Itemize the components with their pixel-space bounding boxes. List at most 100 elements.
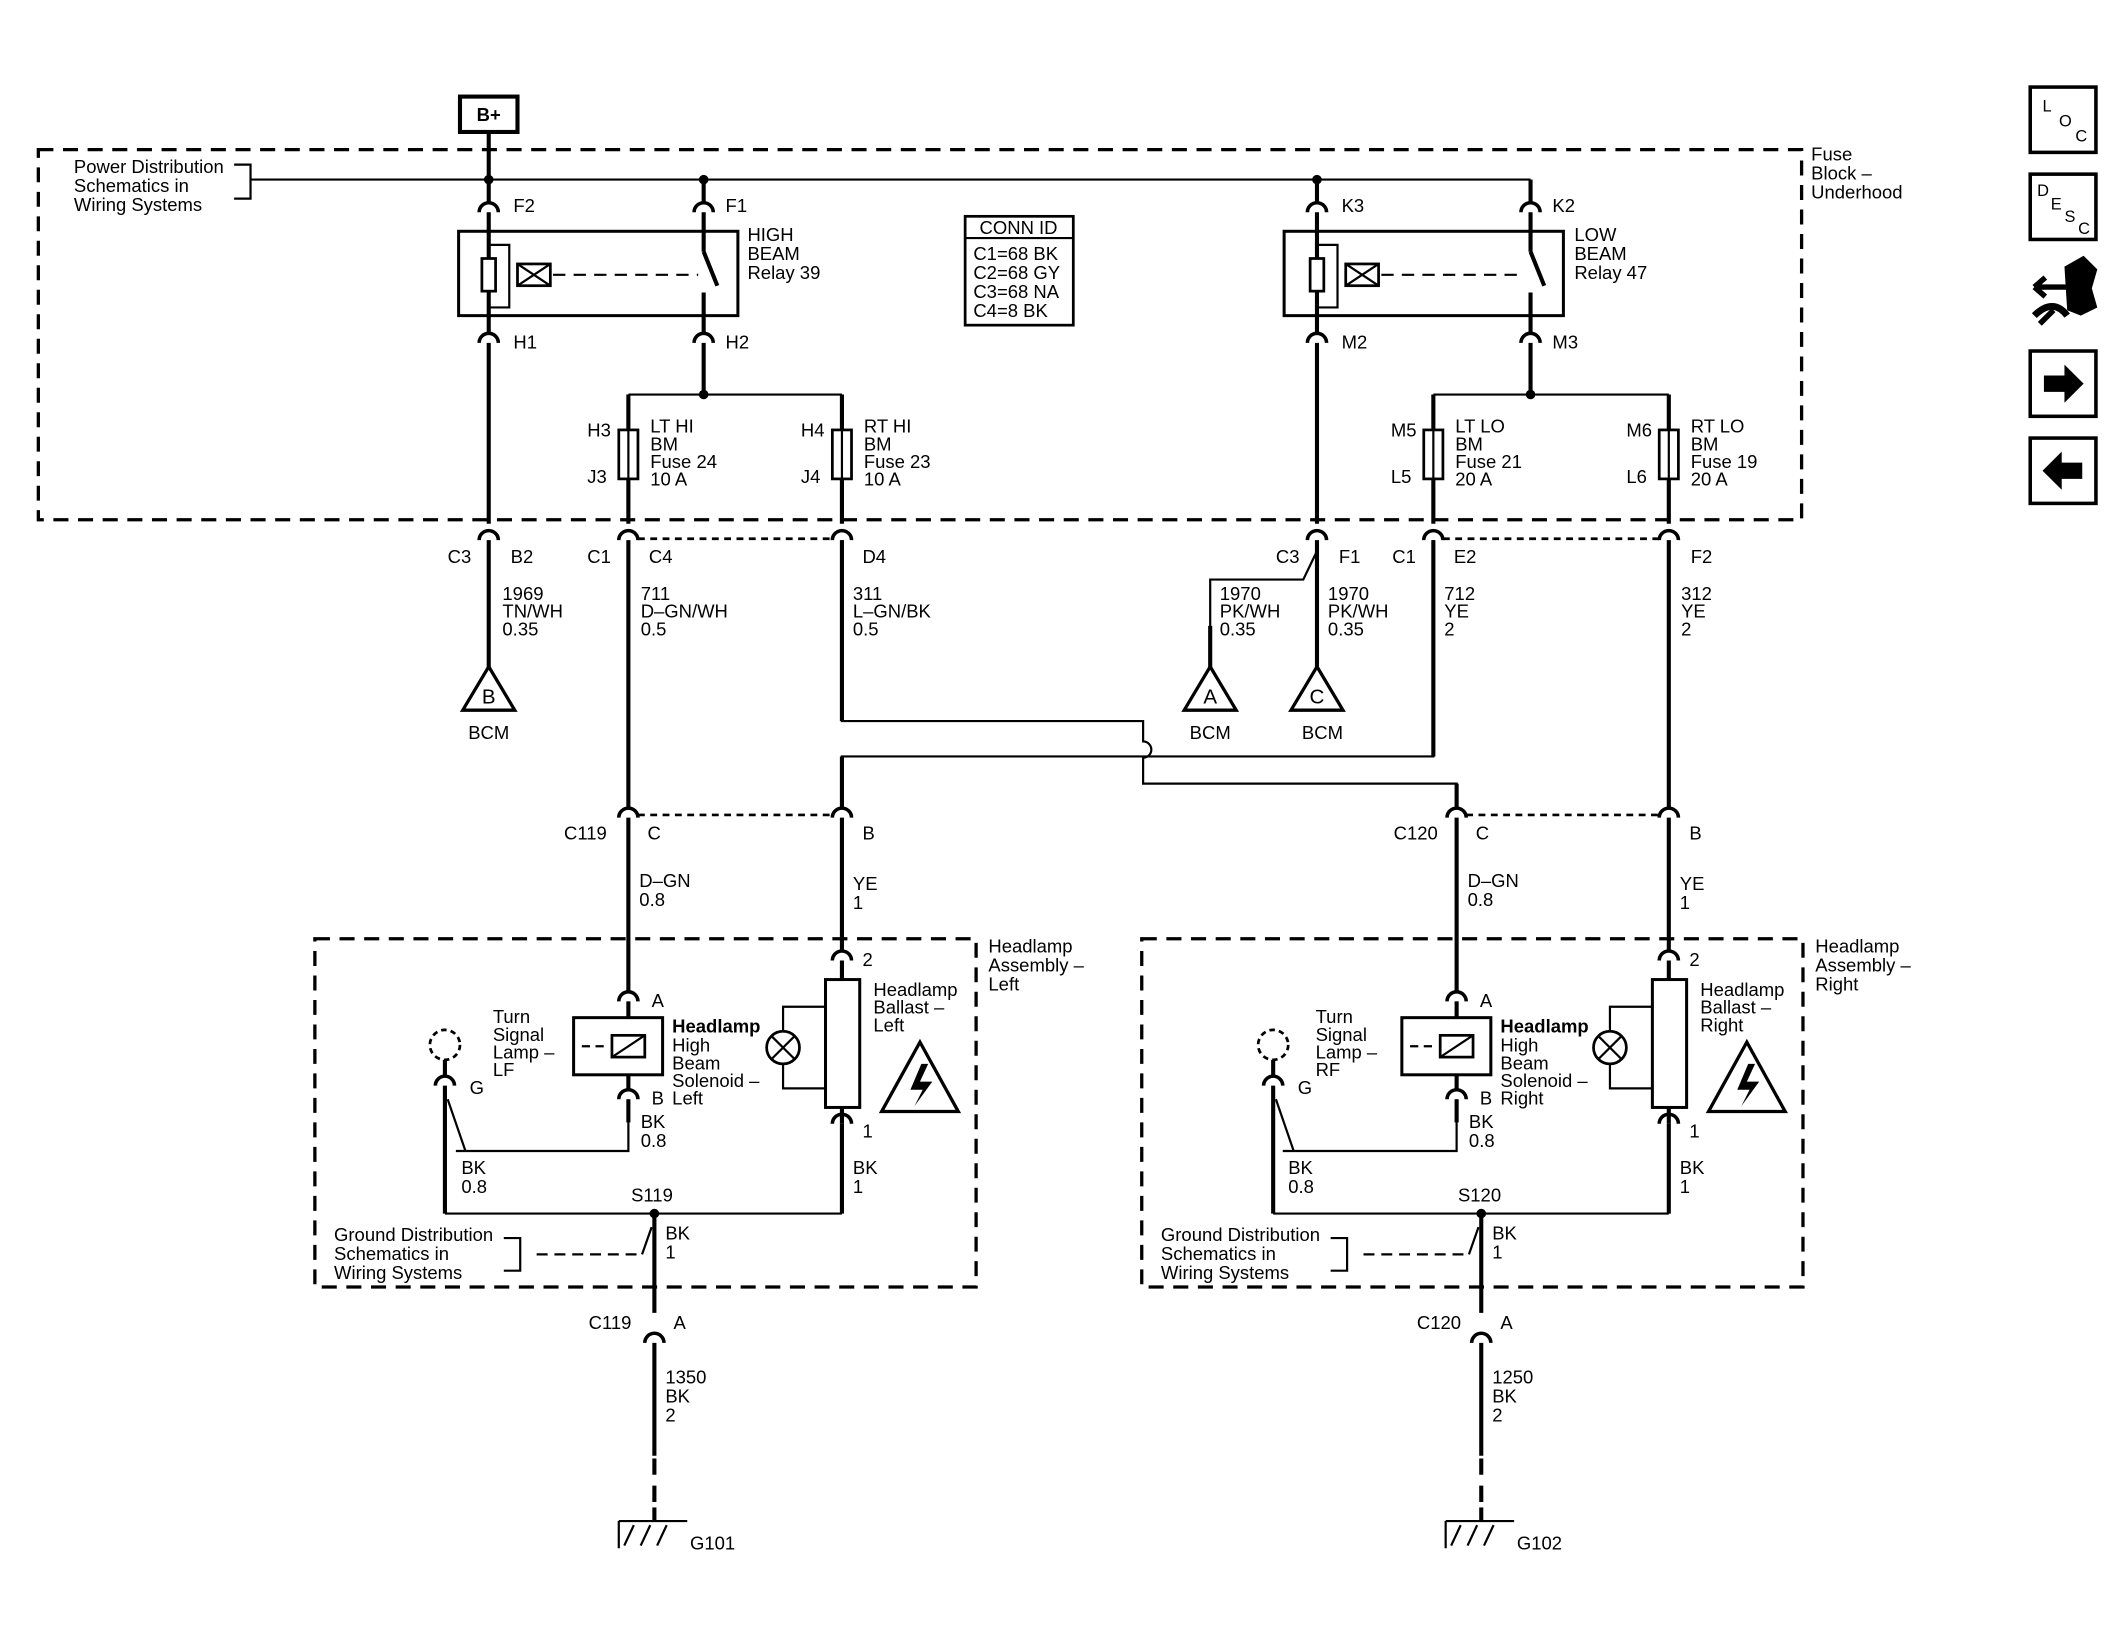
- svg-text:A: A: [1500, 1312, 1513, 1333]
- svg-text:C4=8 BK: C4=8 BK: [973, 300, 1048, 321]
- svg-text:D–GN/WH: D–GN/WH: [641, 601, 728, 622]
- svg-text:Fuse 24: Fuse 24: [650, 451, 717, 472]
- fuse-block-connectors: C3 B2 C1 C4 D4 C3 F1 C1 E2 F2: [448, 528, 1713, 567]
- svg-text:LT HI: LT HI: [650, 416, 693, 437]
- svg-text:H3: H3: [587, 420, 611, 441]
- svg-text:H4: H4: [801, 420, 825, 441]
- svg-text:712: 712: [1444, 583, 1475, 604]
- svg-text:Fuse: Fuse: [1811, 144, 1852, 165]
- svg-text:BM: BM: [1691, 433, 1719, 454]
- svg-text:B: B: [1480, 1088, 1492, 1109]
- svg-text:C: C: [2075, 128, 2087, 146]
- low-beam-relay: K3 K2 M2 M3 LOW BEAM Relay 47: [1282, 195, 1647, 352]
- svg-text:CONN ID: CONN ID: [980, 217, 1058, 238]
- svg-text:BK: BK: [641, 1111, 666, 1132]
- svg-text:BK: BK: [1492, 1222, 1517, 1243]
- svg-text:B: B: [652, 1088, 664, 1109]
- svg-text:1: 1: [1689, 1120, 1699, 1141]
- svg-text:Underhood: Underhood: [1811, 182, 1902, 203]
- svg-text:G101: G101: [690, 1533, 735, 1554]
- svg-text:C1: C1: [1392, 546, 1416, 567]
- svg-text:F1: F1: [726, 195, 748, 216]
- svg-text:1: 1: [1680, 1176, 1690, 1197]
- fuse-block-label: Fuse Block – Underhood: [1811, 144, 1902, 203]
- svg-text:Assembly –: Assembly –: [1815, 954, 1911, 975]
- svg-text:0.8: 0.8: [1288, 1176, 1314, 1197]
- location-button[interactable]: L O C: [2028, 85, 2098, 155]
- svg-text:S119: S119: [631, 1184, 673, 1205]
- svg-text:Beam: Beam: [1500, 1052, 1548, 1073]
- wire-711-label: 711 D–GN/WH 0.5: [641, 583, 728, 639]
- svg-text:C: C: [2078, 220, 2090, 238]
- wire-712-label: 712 YE 2: [1444, 583, 1475, 639]
- svg-text:Lamp –: Lamp –: [1316, 1042, 1378, 1063]
- svg-text:0.8: 0.8: [641, 1130, 667, 1151]
- svg-text:Solenoid –: Solenoid –: [1500, 1070, 1588, 1091]
- svg-text:0.8: 0.8: [1468, 889, 1494, 910]
- svg-text:K3: K3: [1342, 195, 1365, 216]
- svg-text:Ground Distribution: Ground Distribution: [334, 1224, 493, 1245]
- svg-text:Beam: Beam: [672, 1052, 720, 1073]
- svg-text:311: 311: [853, 583, 882, 604]
- svg-text:BEAM: BEAM: [1574, 243, 1626, 264]
- svg-text:B: B: [862, 822, 874, 843]
- svg-text:BK: BK: [665, 1222, 690, 1243]
- fuse-lt-hi: H3 J3 LT HI BM Fuse 24 10 A: [587, 394, 717, 524]
- svg-text:G: G: [470, 1077, 484, 1098]
- svg-text:Headlamp: Headlamp: [988, 935, 1072, 956]
- svg-text:BK: BK: [1680, 1157, 1705, 1178]
- svg-text:BCM: BCM: [1302, 722, 1343, 743]
- svg-text:Wiring Systems: Wiring Systems: [334, 1262, 462, 1283]
- svg-text:YE: YE: [853, 873, 878, 894]
- svg-text:Relay 47: Relay 47: [1574, 262, 1647, 283]
- svg-text:A: A: [652, 990, 665, 1011]
- svg-text:F2: F2: [1691, 546, 1713, 567]
- svg-text:K2: K2: [1552, 195, 1575, 216]
- svg-text:10 A: 10 A: [650, 469, 688, 490]
- next-page-button[interactable]: [2028, 349, 2098, 419]
- svg-text:Lamp –: Lamp –: [493, 1042, 555, 1063]
- svg-text:TN/WH: TN/WH: [502, 601, 563, 622]
- svg-text:BM: BM: [1455, 433, 1483, 454]
- connector-repair-icon[interactable]: [2031, 255, 2098, 326]
- svg-text:1: 1: [853, 1176, 863, 1197]
- svg-text:F2: F2: [513, 195, 535, 216]
- svg-text:2: 2: [1492, 1405, 1502, 1426]
- svg-text:Fuse 19: Fuse 19: [1691, 451, 1758, 472]
- svg-text:D4: D4: [862, 546, 886, 567]
- svg-text:C3=68 NA: C3=68 NA: [973, 281, 1059, 302]
- connector-c120: C120 C B: [1394, 806, 1702, 843]
- svg-text:YE: YE: [1444, 601, 1469, 622]
- svg-text:Ground Distribution: Ground Distribution: [1161, 1224, 1320, 1245]
- svg-text:Fuse 23: Fuse 23: [864, 451, 931, 472]
- svg-text:Headlamp: Headlamp: [1815, 935, 1899, 956]
- svg-text:0.35: 0.35: [502, 618, 538, 639]
- svg-text:0.8: 0.8: [461, 1176, 487, 1197]
- svg-text:BK: BK: [461, 1157, 486, 1178]
- svg-text:HIGH: HIGH: [747, 224, 793, 245]
- description-button[interactable]: D E S C: [2028, 172, 2098, 242]
- svg-text:1: 1: [853, 892, 863, 913]
- previous-page-button[interactable]: [2028, 436, 2098, 506]
- svg-text:Headlamp: Headlamp: [1500, 1016, 1588, 1037]
- svg-text:PK/WH: PK/WH: [1328, 601, 1389, 622]
- fuse-rt-lo: M6 L6 RT LO BM Fuse 19 20 A: [1626, 394, 1758, 524]
- fuse-block-outline: [36, 148, 1804, 522]
- svg-text:G: G: [1298, 1077, 1312, 1098]
- svg-text:D–GN: D–GN: [639, 870, 690, 891]
- svg-text:C1=68 BK: C1=68 BK: [973, 243, 1058, 264]
- wire-1970-b-label: 1970 PK/WH 0.35: [1328, 583, 1389, 639]
- svg-text:Left: Left: [873, 1014, 904, 1035]
- svg-text:S: S: [2064, 208, 2075, 226]
- svg-text:RF: RF: [1316, 1059, 1341, 1080]
- svg-text:M6: M6: [1626, 420, 1652, 441]
- svg-text:B: B: [482, 685, 496, 708]
- svg-text:S120: S120: [1458, 1184, 1501, 1205]
- high-beam-relay: F2 F1 H1 H2 HIGH BEAM Relay 39: [457, 195, 820, 352]
- svg-text:Assembly –: Assembly –: [988, 954, 1084, 975]
- svg-text:312: 312: [1681, 583, 1712, 604]
- svg-text:C120: C120: [1417, 1312, 1461, 1333]
- svg-text:YE: YE: [1680, 873, 1705, 894]
- svg-text:BK: BK: [1288, 1157, 1313, 1178]
